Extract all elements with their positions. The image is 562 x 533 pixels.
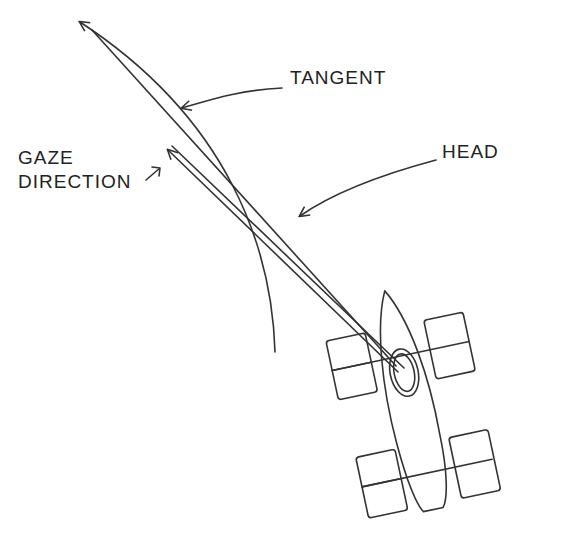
wheel <box>449 429 501 498</box>
wheel <box>356 449 408 518</box>
wheel <box>332 362 371 370</box>
axle <box>362 459 492 487</box>
car-body <box>365 286 456 514</box>
head-label: HEAD <box>442 140 552 164</box>
head-circle <box>385 346 422 399</box>
leader-line <box>182 88 282 108</box>
gaze-line <box>172 146 404 368</box>
wheel <box>424 312 476 379</box>
wheel <box>362 479 401 487</box>
axle <box>332 341 469 370</box>
car-top-view <box>318 276 502 524</box>
head-circle <box>390 352 417 393</box>
gaze-label: GAZE DIRECTION <box>18 146 143 194</box>
leader-line <box>300 160 436 216</box>
arrow-doodle <box>146 167 160 180</box>
wheel <box>326 333 378 400</box>
tangent-label: TANGENT <box>290 66 430 90</box>
